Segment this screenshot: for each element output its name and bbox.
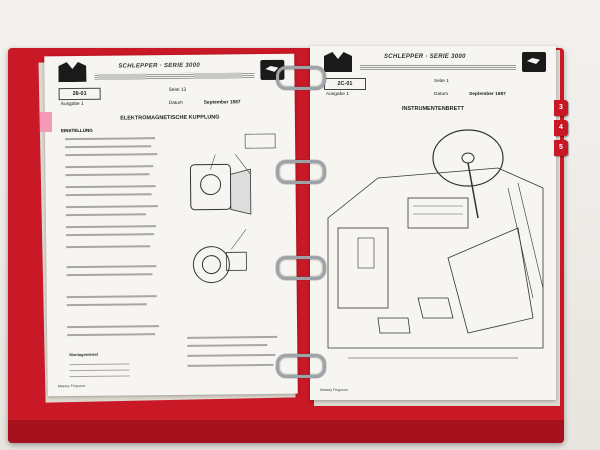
text-line [69, 375, 130, 378]
binder-ring [276, 354, 326, 378]
clutch-diagram [189, 133, 276, 284]
right-datum: Datum [434, 92, 449, 97]
text-line [65, 173, 150, 177]
left-seite: Seite 13 [168, 87, 187, 94]
text-line [187, 363, 274, 367]
text-line [65, 145, 152, 149]
table-header: Montagewinkel [69, 351, 99, 358]
text-line [69, 363, 130, 366]
text-line [67, 325, 160, 329]
binder-spine-edge [8, 420, 564, 443]
binder-ring [276, 66, 326, 90]
left-doc-code: 28-01 [58, 87, 101, 101]
left-datum-value: September 1987 [203, 100, 241, 106]
right-datum-value: September 1987 [469, 92, 506, 97]
header-stripes [360, 64, 516, 70]
left-manual-page: SCHLEPPER · SERIE 3000 28-01 Seite 13 Au… [44, 53, 298, 397]
index-tab[interactable]: 5 [554, 140, 568, 156]
right-manual-page: SCHLEPPER · SERIE 3000 2C-01 Seite 1 Aus… [310, 46, 556, 400]
text-line [65, 213, 146, 217]
left-footer: Massey Ferguson [57, 383, 86, 389]
left-title: ELEKTROMAGNETISCHE KUPPLUNG [120, 114, 220, 122]
binder-ring [276, 160, 326, 184]
massey-ferguson-logo-icon [58, 62, 86, 82]
right-series: SCHLEPPER · SERIE 3000 [384, 54, 466, 60]
left-table: Montagewinkel [69, 352, 98, 357]
left-ausgabe: Ausgabe 1 [60, 101, 84, 108]
header-stripes [94, 72, 255, 80]
text-line [65, 205, 158, 209]
left-meta: 28-01 Seite 13 Ausgabe 1 Datum September… [58, 86, 285, 112]
pink-sticky-tab [40, 112, 52, 132]
text-line [65, 165, 154, 169]
text-line [66, 303, 147, 307]
text-line [66, 265, 157, 269]
text-line [66, 225, 157, 229]
text-line [69, 369, 130, 372]
text-line [187, 353, 276, 357]
text-line [66, 295, 157, 299]
right-ausgabe: Ausgabe 1 [326, 92, 349, 97]
right-footer: Massey Ferguson [320, 388, 348, 392]
text-line [65, 185, 156, 189]
dashboard-illustration [327, 129, 544, 359]
right-doc-code: 2C-01 [324, 78, 366, 90]
text-line [66, 245, 151, 249]
right-header: SCHLEPPER · SERIE 3000 [324, 52, 546, 76]
tractor-icon [522, 52, 546, 72]
text-line [65, 153, 158, 157]
text-line [67, 333, 156, 337]
left-header: SCHLEPPER · SERIE 3000 [58, 59, 285, 86]
index-tab[interactable]: 3 [554, 100, 568, 116]
binder-ring [276, 256, 326, 280]
text-line [65, 193, 152, 197]
left-datum: Datum [168, 100, 183, 107]
massey-ferguson-logo-icon [324, 52, 352, 72]
left-series: SCHLEPPER · SERIE 3000 [118, 62, 201, 70]
text-line [187, 335, 278, 339]
text-line [187, 343, 268, 347]
text-line [65, 137, 156, 141]
right-seite: Seite 1 [434, 79, 449, 84]
text-line [66, 233, 155, 237]
text-line [66, 273, 153, 277]
right-title: INSTRUMENTENBRETT [401, 106, 465, 112]
left-subtitle: EINSTELLUNG [60, 127, 93, 134]
index-tab[interactable]: 4 [554, 120, 568, 136]
right-meta: 2C-01 Seite 1 Ausgabe 1 Datum September … [324, 78, 546, 102]
